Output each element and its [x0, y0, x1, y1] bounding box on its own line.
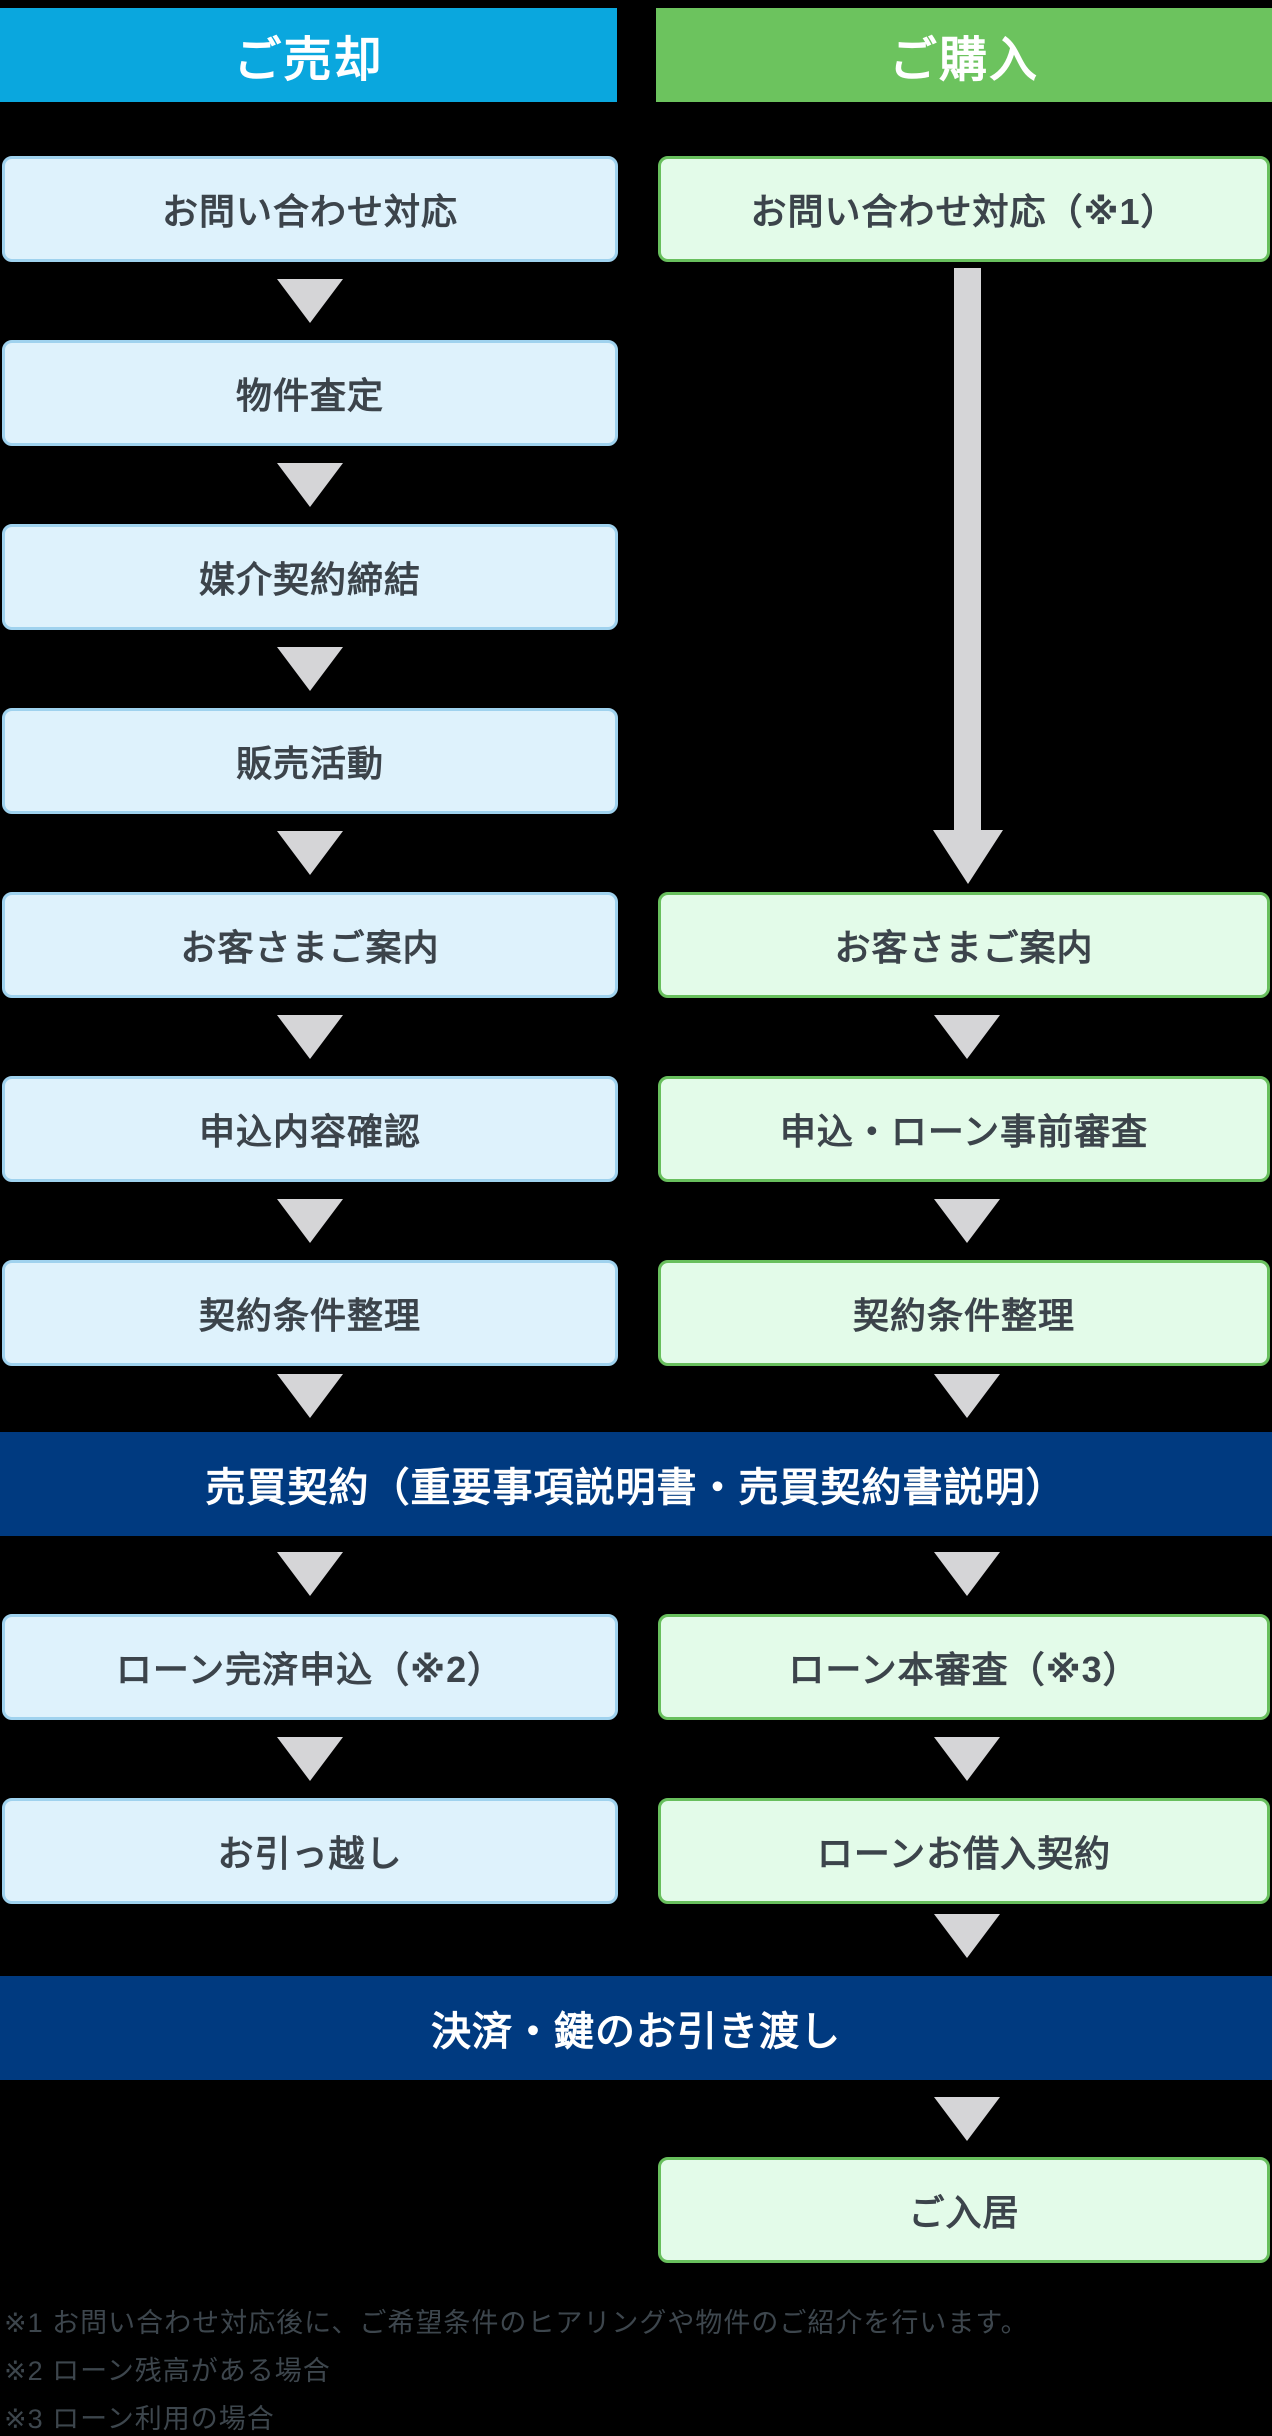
down-arrow-icon — [934, 1552, 1000, 1596]
down-arrow-icon — [277, 831, 343, 875]
down-arrow-icon — [277, 463, 343, 507]
down-arrow-icon — [277, 279, 343, 323]
shared-step-sales-contract: 売買契約（重要事項説明書・売買契約書説明） — [0, 1432, 1272, 1536]
down-arrow-icon — [934, 2097, 1000, 2141]
down-arrow-icon — [277, 1737, 343, 1781]
sell-step-moving: お引っ越し — [2, 1798, 618, 1904]
long-down-arrow-head-icon — [933, 830, 1003, 884]
sell-step-inquiry: お問い合わせ対応 — [2, 156, 618, 262]
buy-step-loan-contract: ローンお借入契約 — [658, 1798, 1270, 1904]
down-arrow-icon — [277, 1552, 343, 1596]
footnote-1: ※1 お問い合わせ対応後に、ご希望条件のヒアリングや物件のご紹介を行います。 — [4, 2308, 1029, 2338]
down-arrow-icon — [934, 1737, 1000, 1781]
down-arrow-icon — [277, 1374, 343, 1418]
down-arrow-icon — [277, 647, 343, 691]
footnote-3: ※3 ローン利用の場合 — [4, 2404, 275, 2434]
long-down-arrow-shaft — [954, 268, 981, 830]
footnote-2: ※2 ローン残高がある場合 — [4, 2356, 331, 2386]
down-arrow-icon — [277, 1199, 343, 1243]
sell-step-guidance: お客さまご案内 — [2, 892, 618, 998]
sell-step-appraisal: 物件査定 — [2, 340, 618, 446]
down-arrow-icon — [934, 1374, 1000, 1418]
shared-step-settlement: 決済・鍵のお引き渡し — [0, 1976, 1272, 2080]
sell-step-confirm: 申込内容確認 — [2, 1076, 618, 1182]
down-arrow-icon — [277, 1015, 343, 1059]
buy-step-loan-screening: ローン本審査（※3） — [658, 1614, 1270, 1720]
down-arrow-icon — [934, 1199, 1000, 1243]
sell-step-brokerage: 媒介契約締結 — [2, 524, 618, 630]
buy-column-header: ご購入 — [656, 8, 1272, 102]
down-arrow-icon — [934, 1914, 1000, 1958]
buy-step-move-in: ご入居 — [658, 2157, 1270, 2263]
buy-step-inquiry: お問い合わせ対応（※1） — [658, 156, 1270, 262]
sell-step-loan-payoff: ローン完済申込（※2） — [2, 1614, 618, 1720]
down-arrow-icon — [934, 1015, 1000, 1059]
buy-step-loan-prescreen: 申込・ローン事前審査 — [658, 1076, 1270, 1182]
sell-column-header: ご売却 — [0, 8, 617, 102]
buy-step-terms: 契約条件整理 — [658, 1260, 1270, 1366]
sell-step-terms: 契約条件整理 — [2, 1260, 618, 1366]
sell-step-sales-activity: 販売活動 — [2, 708, 618, 814]
buy-step-guidance: お客さまご案内 — [658, 892, 1270, 998]
